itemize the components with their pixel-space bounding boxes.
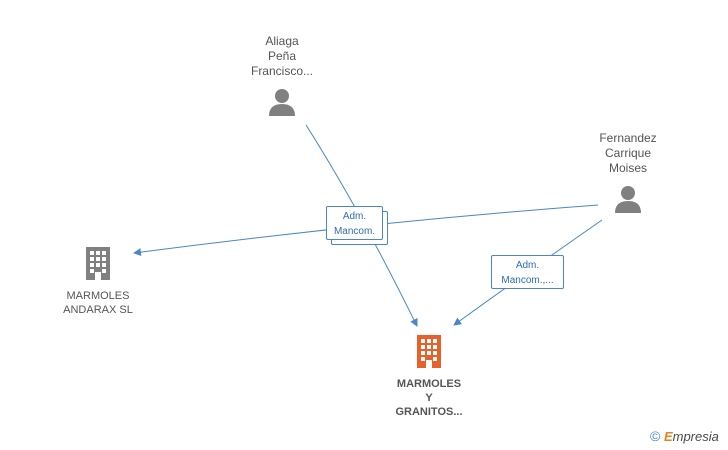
brand-logo-text: mpresia bbox=[672, 429, 719, 444]
person-icon bbox=[615, 186, 641, 213]
person-name-line-3: Moises bbox=[608, 161, 647, 175]
person-name-line-2: Carrique bbox=[604, 146, 652, 160]
edge-label-shared[interactable]: Adm. Mancom. bbox=[326, 206, 383, 240]
company-name-line-2: ANDARAX SL bbox=[63, 304, 133, 316]
person-icon bbox=[269, 89, 295, 116]
edge-label-line-2: Mancom.,... bbox=[501, 275, 554, 286]
person-name-line-2: Peña bbox=[267, 49, 297, 63]
company-node-andarax[interactable]: MARMOLES ANDARAX SL bbox=[48, 246, 148, 317]
company-name-line-1: MARMOLES bbox=[66, 290, 130, 302]
person-node-aliaga[interactable]: Aliaga Peña Francisco... bbox=[232, 34, 332, 122]
building-icon bbox=[86, 247, 110, 280]
person-name-line-1: Aliaga bbox=[265, 34, 299, 48]
building-icon bbox=[417, 335, 441, 368]
edge-label-line-1: Adm. bbox=[515, 260, 540, 271]
copyright-symbol: © bbox=[650, 428, 661, 444]
person-name-line-3: Francisco... bbox=[250, 64, 313, 78]
company-node-granitos[interactable]: MARMOLES Y GRANITOS... bbox=[379, 334, 479, 419]
company-name-line-2: Y bbox=[425, 392, 433, 404]
person-node-fernandez[interactable]: Fernandez Carrique Moises bbox=[578, 131, 678, 219]
edge-label-fernandez-granitos[interactable]: Adm. Mancom.,... bbox=[491, 255, 564, 289]
company-name-line-1: MARMOLES bbox=[396, 378, 462, 390]
company-name-line-3: GRANITOS... bbox=[395, 406, 463, 418]
brand-watermark: © Empresia bbox=[650, 428, 719, 444]
brand-logo-initial: E bbox=[663, 429, 673, 444]
edge-label-line-2: Mancom. bbox=[333, 226, 376, 237]
edge-label-line-1: Adm. bbox=[342, 211, 367, 222]
person-name-line-1: Fernandez bbox=[599, 131, 657, 145]
